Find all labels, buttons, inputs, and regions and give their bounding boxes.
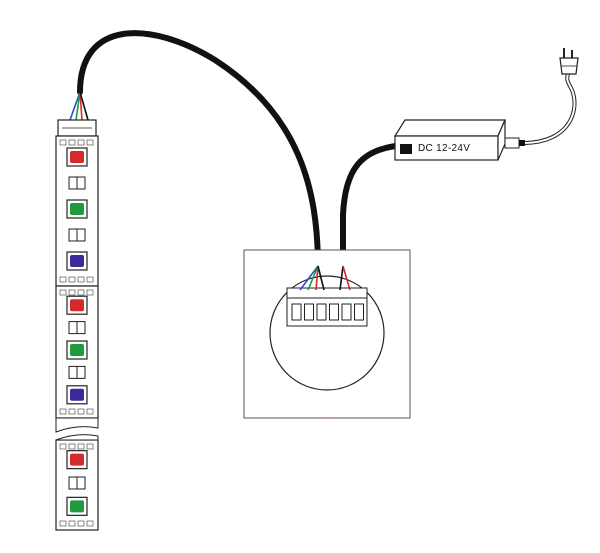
led-chip-blue: [66, 385, 88, 405]
led-chip-green: [66, 340, 88, 360]
strip-cut-edge: [55, 434, 99, 441]
resistor: [68, 321, 86, 335]
led-chip-red: [66, 450, 88, 470]
led-chip-green: [66, 199, 88, 219]
controller-power-wires: [339, 265, 351, 291]
strip-cut-edge: [55, 417, 99, 433]
resistor: [68, 176, 86, 190]
power-cable: [340, 142, 408, 271]
power-supply: DC 12-24V: [393, 119, 506, 161]
ac-cord: [524, 73, 577, 145]
ac-wall-plug: [559, 48, 579, 75]
terminal-screw: [304, 303, 314, 321]
terminal-block: [286, 287, 368, 327]
terminal-screw: [354, 303, 364, 321]
terminal-screw: [329, 303, 339, 321]
led-strip: [55, 135, 99, 531]
terminal-screw: [316, 303, 327, 321]
strip-segment: [55, 135, 99, 287]
resistor: [68, 365, 86, 379]
rgb-signal-cable: [77, 30, 321, 271]
strip-connector-wires: [69, 91, 89, 121]
resistor: [68, 476, 86, 490]
strip-segment: [55, 439, 99, 531]
led-chip-blue: [66, 251, 88, 271]
led-chip-red: [66, 295, 88, 315]
terminal-screw: [291, 303, 302, 321]
terminal-screw: [341, 303, 352, 321]
resistor: [68, 228, 86, 242]
strip-segment: [55, 285, 99, 419]
power-supply-label: DC 12-24V: [418, 143, 470, 154]
ac-plug-connector: [504, 137, 525, 149]
led-chip-green: [66, 496, 88, 516]
controller-signal-wires: [299, 265, 325, 291]
led-chip-red: [66, 147, 88, 167]
